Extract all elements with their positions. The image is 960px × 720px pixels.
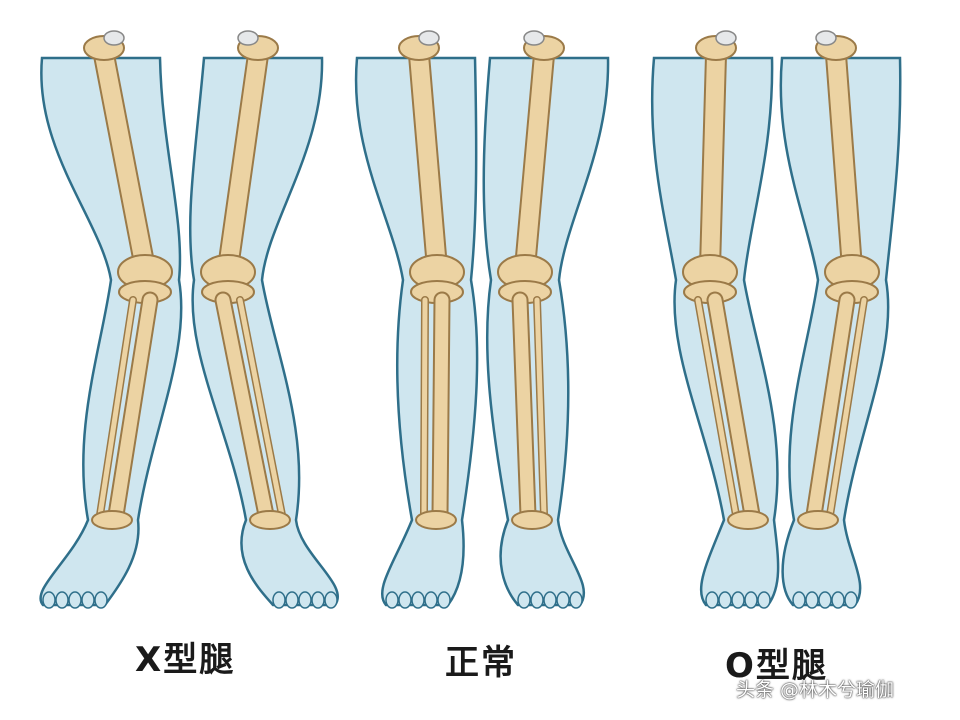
o-right-femur bbox=[827, 46, 861, 277]
normal-left-hip-joint bbox=[418, 30, 440, 46]
o-left-tibia bbox=[708, 293, 759, 522]
x-right-toe bbox=[324, 591, 338, 609]
x-right-tibia bbox=[216, 293, 273, 522]
o-left-hip-joint bbox=[715, 30, 737, 46]
normal-left-ankle bbox=[415, 510, 457, 530]
o-right-toe bbox=[818, 591, 832, 609]
normal-left-toe bbox=[411, 591, 425, 609]
o-left-toe bbox=[744, 591, 758, 609]
normal-right-toe bbox=[556, 591, 570, 609]
x-right-toe bbox=[311, 591, 325, 609]
x-left-femur bbox=[95, 46, 154, 277]
normal-right-toe bbox=[530, 591, 544, 609]
x-left-toe bbox=[81, 591, 95, 609]
x-leg-label: X型腿 bbox=[135, 640, 236, 680]
normal-left-tibia bbox=[433, 293, 449, 522]
o-right-tibia bbox=[807, 293, 854, 522]
o-right-toe bbox=[831, 591, 845, 609]
o-left-toe bbox=[757, 591, 771, 609]
o-left-femur bbox=[701, 46, 725, 277]
o-left-toe bbox=[731, 591, 745, 609]
x-left-toe bbox=[42, 591, 56, 609]
o-left-fibula bbox=[695, 297, 739, 518]
normal-right-hip-joint bbox=[523, 30, 545, 46]
x-left-fibula bbox=[97, 297, 136, 518]
normal-label: 正常 bbox=[445, 643, 517, 683]
normal-right-femur bbox=[516, 46, 553, 277]
normal-right-toe bbox=[569, 591, 583, 609]
o-right-toe bbox=[805, 591, 819, 609]
o-right-hip-joint bbox=[815, 30, 837, 46]
normal-right-ankle bbox=[511, 510, 553, 530]
x-left-toe bbox=[55, 591, 69, 609]
normal-left-toe bbox=[398, 591, 412, 609]
x-right-femur bbox=[219, 46, 267, 277]
x-left-toe bbox=[68, 591, 82, 609]
x-left-ankle bbox=[91, 510, 133, 530]
normal-right-fibula bbox=[534, 297, 547, 518]
normal-right-tibia bbox=[513, 293, 535, 522]
x-left-toe bbox=[94, 591, 108, 609]
o-right-toe bbox=[792, 591, 806, 609]
o-right-ankle bbox=[797, 510, 839, 530]
x-right-toe bbox=[272, 591, 286, 609]
o-left-toe bbox=[718, 591, 732, 609]
o-leg-label: O型腿 bbox=[725, 646, 828, 686]
x-right-toe bbox=[285, 591, 299, 609]
o-right-fibula bbox=[827, 297, 867, 518]
o-right-toe bbox=[844, 591, 858, 609]
normal-right-toe bbox=[543, 591, 557, 609]
x-left-tibia bbox=[109, 293, 157, 522]
x-right-toe bbox=[298, 591, 312, 609]
x-left-hip-joint bbox=[103, 30, 125, 46]
normal-left-toe bbox=[437, 591, 451, 609]
o-left-toe bbox=[705, 591, 719, 609]
x-right-fibula bbox=[237, 297, 285, 518]
normal-left-toe bbox=[385, 591, 399, 609]
normal-left-femur bbox=[410, 46, 446, 277]
watermark: 头条 @林木兮瑜伽 bbox=[736, 679, 895, 701]
o-left-ankle bbox=[727, 510, 769, 530]
x-right-ankle bbox=[249, 510, 291, 530]
normal-right-toe bbox=[517, 591, 531, 609]
normal-left-toe bbox=[424, 591, 438, 609]
normal-left-fibula bbox=[421, 297, 428, 518]
x-right-hip-joint bbox=[237, 30, 259, 46]
